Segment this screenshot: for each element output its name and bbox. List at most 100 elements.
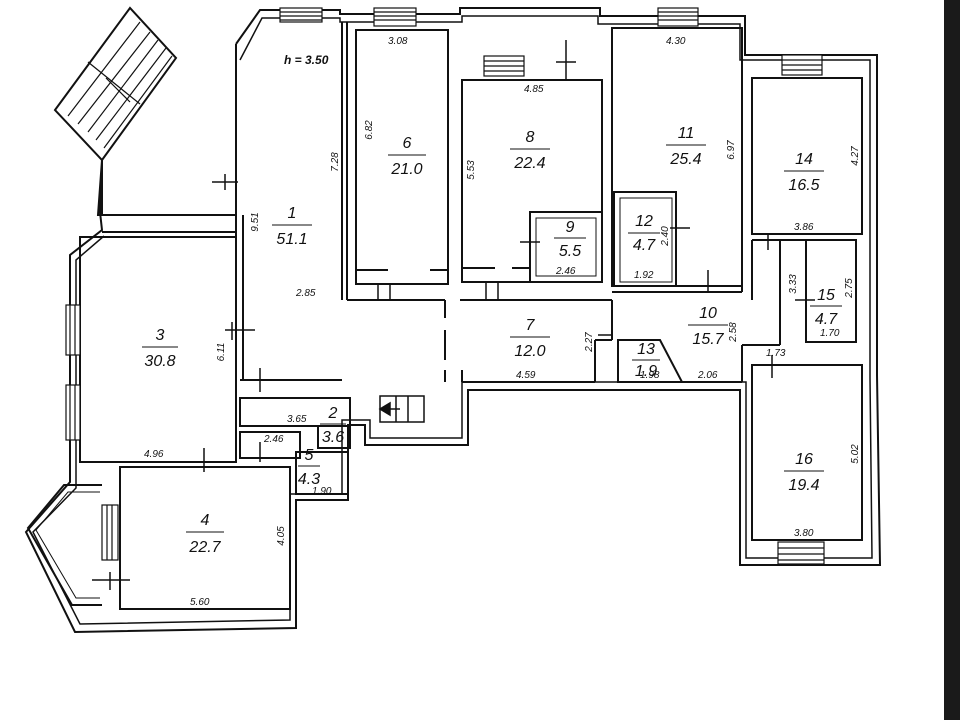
- room-area: 16.5: [788, 177, 819, 194]
- dim-r1-w: 2.85: [295, 288, 316, 299]
- room-12: 12 4.7: [628, 213, 660, 254]
- room-area: 51.1: [276, 231, 307, 248]
- room-area: 22.4: [513, 155, 545, 172]
- doors: [92, 40, 815, 590]
- room-area: 4.7: [633, 237, 656, 254]
- room-area: 3.6: [322, 429, 344, 446]
- room-13: 13 1.9: [632, 341, 660, 380]
- dim-r14-h: 4.27: [850, 146, 861, 166]
- room-7: 7 12.0: [510, 317, 550, 360]
- room-area: 25.4: [669, 151, 701, 168]
- window-top-1: [279, 7, 323, 23]
- dim-r1-h2: 7.28: [330, 152, 341, 172]
- dim-r10-w: 2.06: [697, 370, 718, 381]
- room-number: 4: [201, 512, 210, 529]
- windows: [65, 7, 825, 565]
- dim-r15-w: 1.70: [820, 328, 840, 339]
- room-area: 4.3: [298, 471, 320, 488]
- room-10: 10 15.7: [688, 305, 728, 348]
- window-top-4: [657, 7, 699, 27]
- dim-r1-h1: 9.51: [250, 212, 261, 231]
- room-area: 21.0: [390, 161, 422, 178]
- room-number: 7: [526, 317, 536, 334]
- dim-r14-w: 3.86: [794, 222, 814, 233]
- dim-r15-h1: 3.33: [788, 274, 799, 294]
- room-number: 10: [699, 305, 717, 322]
- dim-r11-w: 4.30: [666, 36, 686, 47]
- dim-r12-w: 1.92: [634, 270, 654, 281]
- room-number: 1: [288, 205, 297, 222]
- dim-r16-w: 3.80: [794, 528, 814, 539]
- room-area: 30.8: [144, 353, 175, 370]
- window-left-2: [65, 384, 81, 441]
- stair-symbol: [378, 395, 425, 423]
- room-area: 15.7: [692, 331, 724, 348]
- dim-r4-w: 5.60: [190, 597, 210, 608]
- image-frame-edge: [944, 0, 960, 720]
- dim-r16-w1: 1.73: [766, 348, 786, 359]
- dim-r6-h: 6.82: [364, 120, 375, 140]
- window-top-3: [483, 55, 525, 77]
- window-left-3: [101, 504, 119, 561]
- ceiling-height-label: h = 3.50: [284, 53, 329, 67]
- room-number: 16: [795, 451, 813, 468]
- dim-r13-w: 1.98: [640, 370, 660, 381]
- room-area: 1.9: [635, 363, 657, 380]
- room-8: 8 22.4: [510, 129, 550, 172]
- room-2: 2 3.6: [320, 405, 346, 446]
- stair-hatch: [67, 21, 173, 149]
- room-number: 15: [817, 287, 835, 304]
- window-top-2: [373, 7, 417, 27]
- room-15: 15 4.7: [810, 287, 842, 328]
- dim-r3-w: 4.96: [144, 449, 164, 460]
- dim-r9-w: 2.46: [555, 266, 576, 277]
- dimension-labels: 2.85 9.51 7.28 3.65 4.96 6.11 5.60 4.05 …: [144, 36, 861, 608]
- dim-r6-w: 3.08: [388, 36, 408, 47]
- dim-r15-h2: 2.75: [844, 278, 855, 299]
- window-top-5: [781, 54, 823, 76]
- room-16: 16 19.4: [784, 451, 824, 494]
- dim-r7-w: 4.59: [516, 370, 536, 381]
- dim-r8-w: 4.85: [524, 84, 544, 95]
- room-number: 14: [795, 151, 813, 168]
- dim-r3-h: 6.11: [216, 343, 227, 362]
- room-number: 5: [305, 447, 314, 464]
- room-3: 3 30.8: [142, 327, 178, 370]
- dim-r2-w: 3.65: [287, 414, 307, 425]
- room-4: 4 22.7: [186, 512, 224, 556]
- dim-r4-h: 4.05: [276, 526, 287, 546]
- room-area: 22.7: [188, 539, 221, 556]
- outer-wall-inner: [32, 15, 873, 625]
- dim-r16-h: 5.02: [850, 444, 861, 464]
- room-number: 2: [328, 405, 338, 422]
- room-number: 3: [156, 327, 165, 344]
- room-area: 12.0: [514, 343, 545, 360]
- dim-r5-w2: 1.90: [312, 486, 332, 497]
- room-number: 6: [403, 135, 412, 152]
- room-14: 14 16.5: [784, 151, 824, 194]
- room-11: 11 25.4: [666, 125, 706, 168]
- room-area: 5.5: [559, 243, 581, 260]
- room-6: 6 21.0: [388, 135, 426, 178]
- dim-r8-h: 5.53: [466, 160, 477, 180]
- room-number: 11: [678, 125, 695, 142]
- stair-wing: [53, 6, 178, 162]
- dim-r11-h: 6.97: [726, 140, 737, 160]
- room-number: 13: [637, 341, 655, 358]
- room-number: 9: [566, 219, 575, 236]
- dim-r10-h: 2.58: [728, 322, 739, 343]
- labels: h = 3.50 1 51.1 2 3.6 3 30.8 4 22.7 5 4.…: [142, 36, 861, 608]
- window-left-1: [65, 304, 81, 356]
- room-9: 9 5.5: [554, 219, 586, 260]
- dim-r7-h: 2.27: [584, 332, 595, 353]
- room-number: 8: [526, 129, 535, 146]
- window-bottom-16: [777, 541, 825, 565]
- room-number: 12: [635, 213, 653, 230]
- room-area: 4.7: [815, 311, 838, 328]
- room-1: 1 51.1: [272, 205, 312, 248]
- dim-r12-h: 2.40: [660, 226, 671, 247]
- walls: [24, 6, 882, 634]
- dim-r5-w1: 2.46: [263, 434, 284, 445]
- room-5: 5 4.3: [298, 447, 320, 488]
